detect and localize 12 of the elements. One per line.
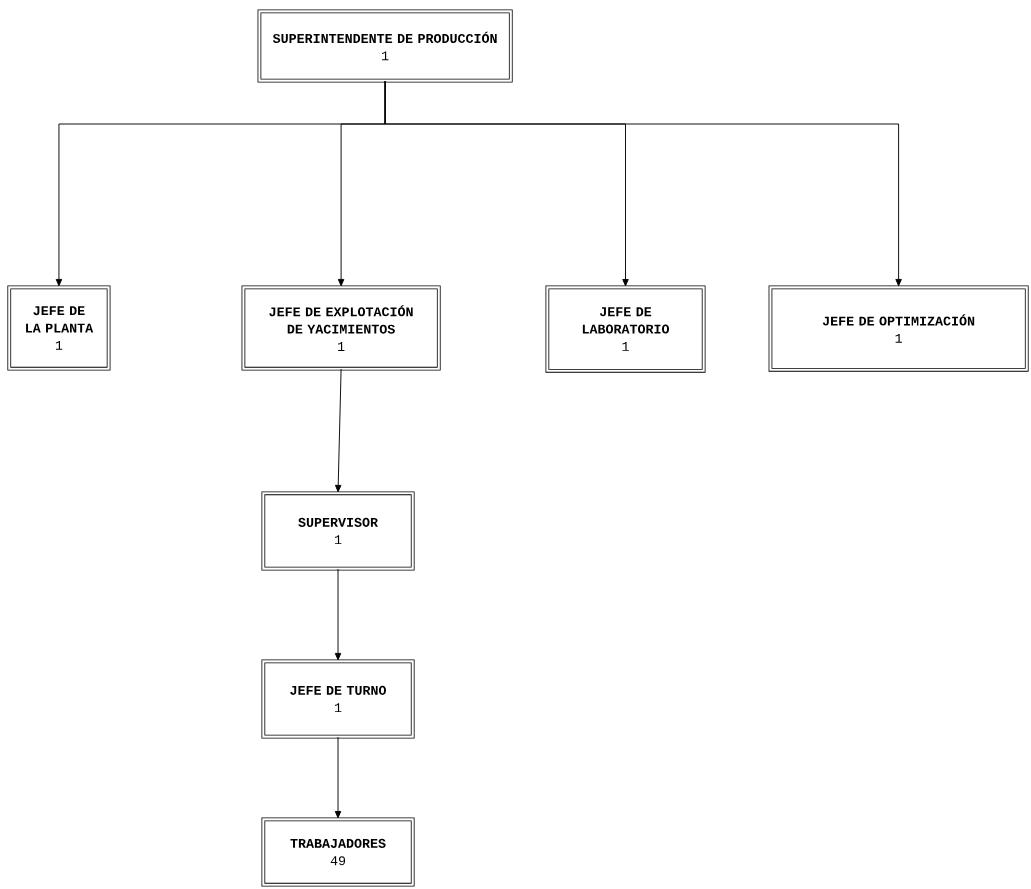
org-box: JEFE DE OPTIMIZACIÓN 1 <box>768 285 1029 372</box>
arrow <box>334 568 342 661</box>
arrow <box>384 80 902 287</box>
org-box: SUPERVISOR 1 <box>261 491 415 571</box>
org-box: JEFE DE LA PLANTA 1 <box>7 285 111 371</box>
arrow <box>335 368 342 493</box>
org-box: TRABAJADORES 49 <box>261 817 415 887</box>
arrow <box>334 736 342 819</box>
org-box: JEFE DE LABORATORIO 1 <box>545 285 706 373</box>
org-box: JEFE DE EXPLOTACIÓN DE YACIMIENTOS 1 <box>241 285 441 371</box>
org-box: SUPERINTENDENTE DE PRODUCCIÓN 1 <box>257 9 513 83</box>
org-box: JEFE DE TURNO 1 <box>261 659 415 739</box>
